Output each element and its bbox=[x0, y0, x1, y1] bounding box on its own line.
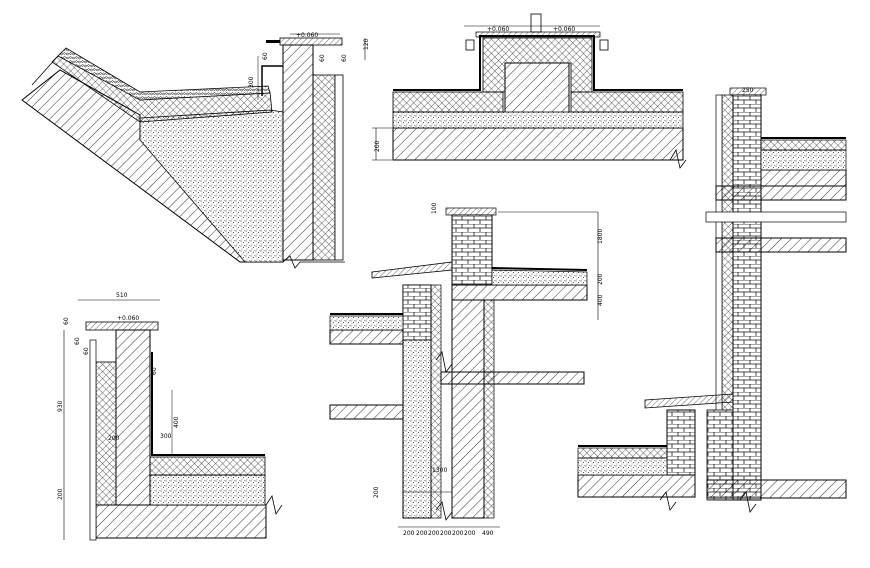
parapet-wall bbox=[115, 329, 151, 506]
dim-label: 200 bbox=[373, 486, 380, 498]
dim-label: 250 bbox=[742, 87, 754, 94]
level-label: +0.060 bbox=[117, 315, 139, 322]
lower-brick bbox=[666, 409, 696, 476]
floor-slab bbox=[95, 504, 267, 539]
dim-label: 1300 bbox=[432, 467, 447, 474]
lower-roof-slab bbox=[577, 474, 696, 498]
dim-label: 60 bbox=[319, 54, 326, 62]
wall-insulation bbox=[312, 74, 336, 261]
dim-label: 200 bbox=[464, 530, 476, 537]
dim-label: 200 bbox=[57, 488, 64, 500]
dim-label: 400 bbox=[173, 416, 180, 428]
intermediate-slab bbox=[329, 404, 404, 420]
insulation-right bbox=[570, 91, 684, 113]
dim-label: 200 bbox=[403, 530, 415, 537]
bottom-dims: 200 200 200 200 200 200 490 bbox=[403, 530, 494, 537]
dim-label: 120 bbox=[363, 38, 370, 50]
level-label: +0.060 bbox=[553, 26, 575, 33]
sloped-parapet-detail: +0.060 120 300 60 60 60 bbox=[21, 32, 370, 269]
dim-label: 60 bbox=[74, 337, 81, 345]
dim-label: 200 bbox=[452, 530, 464, 537]
dim-label: 200 bbox=[428, 530, 440, 537]
roof-upstand-detail: +0.060 +0.060 200 bbox=[372, 13, 687, 169]
gravel-layer bbox=[57, 47, 271, 101]
upstand-insulation bbox=[482, 37, 593, 93]
dim-label: 100 bbox=[431, 202, 438, 214]
wall-cladding bbox=[334, 74, 344, 261]
wall-section-detail: 250 bbox=[577, 87, 847, 513]
level-label: +0.060 bbox=[296, 32, 318, 39]
coping bbox=[279, 37, 343, 46]
dim-label: 200 bbox=[440, 530, 452, 537]
coping bbox=[85, 321, 159, 331]
tall-wall-insulation bbox=[483, 299, 495, 519]
dim-label: 1800 bbox=[597, 229, 604, 244]
dim-label: 300 bbox=[160, 433, 172, 440]
dim-label: 200 bbox=[416, 530, 428, 537]
dim-label: 60 bbox=[151, 367, 158, 375]
dim-label: 60 bbox=[63, 317, 70, 325]
upper-roof-slab bbox=[451, 284, 588, 301]
insulation-band bbox=[149, 456, 266, 476]
dim-label: 400 bbox=[597, 294, 604, 306]
brick-parapet bbox=[451, 214, 493, 286]
lower-roof-slab bbox=[329, 329, 404, 345]
parapet-wall bbox=[282, 44, 314, 261]
roof-slab bbox=[760, 169, 847, 187]
dim-label: 60 bbox=[341, 54, 348, 62]
width-label: 510 bbox=[116, 292, 128, 299]
floor-slab-1 bbox=[715, 185, 847, 201]
dim-label: 300 bbox=[248, 76, 255, 88]
dim-label: 200 bbox=[597, 273, 604, 285]
tall-wall bbox=[451, 299, 485, 519]
stepped-section-detail: 100 1800 200 400 1300 200 200 200 200 20… bbox=[329, 202, 604, 537]
dim-label: 60 bbox=[83, 347, 90, 355]
dim-label: 200 bbox=[374, 140, 381, 152]
parapet-corner-detail: 510 +0.060 60 60 60 930 300 200 200 400 … bbox=[57, 292, 283, 541]
floor-slab-2 bbox=[715, 237, 847, 253]
dim-label: 200 bbox=[108, 435, 120, 442]
screed-layer bbox=[392, 111, 684, 129]
insulation-left bbox=[392, 91, 504, 113]
base-slab bbox=[392, 127, 684, 161]
dim-label: 60 bbox=[262, 52, 269, 60]
brick-wall bbox=[732, 94, 762, 501]
dim-label: 490 bbox=[482, 530, 494, 537]
outer-insulation bbox=[95, 361, 117, 506]
level-label: +0.060 bbox=[487, 26, 509, 33]
dim-label: 930 bbox=[57, 400, 64, 412]
screed-layer bbox=[149, 474, 266, 506]
